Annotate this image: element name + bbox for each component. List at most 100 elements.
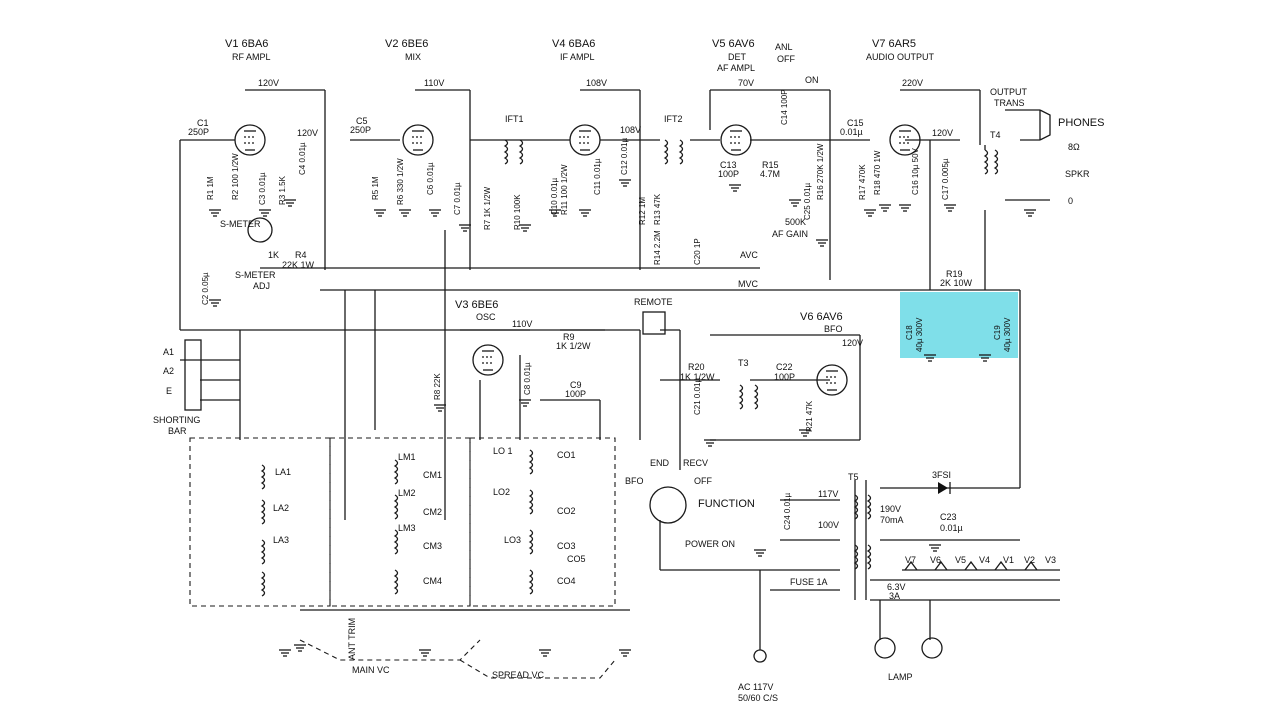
co3-label: CO3 [557,541,576,551]
spkr-label: SPKR [1065,169,1090,179]
lm1-label: LM1 [398,452,416,462]
c23-value: 0.01µ [940,523,963,533]
function-recv-label: RECV [683,458,708,468]
tube-v4-role: IF AMPL [560,52,595,62]
c25-label: C25 0.01µ [803,183,812,220]
secondary-70ma-label: 70mA [880,515,904,525]
tube-v5-name: V5 6AV6 [712,38,755,50]
ac-plug-icon [753,649,767,663]
co1-label: CO1 [557,450,576,460]
c19-label: C19 [993,325,1002,340]
primary-117v-label: 117V [818,489,838,499]
tube-v4-voltage: 108V [586,78,607,88]
r15-value: 4.7M [760,169,780,179]
fuse-label: FUSE 1A [790,577,828,587]
tube-v7-name: V7 6AR5 [872,38,916,50]
r7-label: R7 1K 1/2W [483,186,492,230]
c1-label: C1 [197,118,209,128]
co5-label: CO5 [567,554,586,564]
spkr-0-label: 0 [1068,196,1073,206]
c12-label: C12 0.01µ [620,138,629,175]
remote-jack-icon [642,311,666,335]
heater-tube-v6: V6 [930,555,941,565]
heater-current-label: 3A [889,591,900,601]
r13-label: R13 47K [653,193,662,225]
c11-label: C11 0.01µ [593,158,602,195]
r18-label: R18 470 1W [873,150,882,195]
c14-label: C14 100P [780,89,789,125]
tube-v6-voltage: 120V [842,338,863,348]
s-meter-label: S-METER [220,219,261,229]
c15-value: 0.01µ [840,127,863,137]
c23-label: C23 [940,512,957,522]
main-vc-label: MAIN VC [352,665,390,675]
la1-label: LA1 [275,467,291,477]
v1-screen-voltage: 120V [297,128,318,138]
s-meter-adj-label-2: ADJ [253,281,270,291]
anl-label: ANL [775,42,793,52]
tube-v2-name: V2 6BE6 [385,38,428,50]
function-off-label: OFF [694,476,712,486]
shorting-bar-label: SHORTING [153,415,200,425]
output-trans-label: OUTPUT [990,87,1028,97]
phones-label: PHONES [1058,117,1104,129]
c22-value: 100P [774,372,795,382]
antenna-a2-label: A2 [163,366,174,376]
c1-value: 250P [188,127,209,137]
tube-v7-voltage: 220V [902,78,923,88]
t5-label: T5 [848,472,859,482]
primary-100v-label: 100V [818,520,839,530]
lo3-label: LO3 [504,535,521,545]
function-bfo-label: BFO [625,476,644,486]
tube-v5-role-det: DET [728,52,747,62]
tube-v6-name: V6 6AV6 [800,311,843,323]
heater-tube-v1: V1 [1003,555,1014,565]
r19-value: 2K 10W [940,278,973,288]
lm3-label: LM3 [398,523,416,533]
filter-capacitor-highlight [900,292,1018,358]
ift1-label: IFT1 [505,114,524,124]
anl-off-label: OFF [777,54,795,64]
lamp-icon [921,637,943,659]
r1-label: R1 1M [206,176,215,200]
lamp-icon [874,637,896,659]
r19-label: R19 [946,269,963,279]
c18-value: 40µ 300V [915,317,924,352]
tube-v5-voltage: 70V [738,78,754,88]
c5-value: 250P [350,125,371,135]
r8-label: R8 22K [433,373,442,400]
c9-label: C9 [570,380,582,390]
af-gain-label: AF GAIN [772,229,808,239]
r14-label: R14 2.2M [653,230,662,265]
lm2-label: LM2 [398,488,416,498]
t4-label: T4 [990,130,1001,140]
c22-label: C22 [776,362,793,372]
r10-label: R10 100K [513,194,522,230]
cm3-label: CM3 [423,541,442,551]
heater-voltage-label: 6.3V [887,582,906,592]
c4-label: C4 0.01µ [298,142,307,175]
c2-label: C2 0.05µ [201,272,210,305]
s-meter-adj-label: S-METER [235,270,276,280]
lo1-label: LO 1 [493,446,513,456]
antenna-a1-label: A1 [163,347,174,357]
function-end-label: END [650,458,670,468]
r15-label: R15 [762,160,779,170]
r17-label: R17 470K [858,164,867,200]
wiring [179,89,1060,650]
r4-label: R4 [295,250,307,260]
one-k-label: 1K [268,250,279,260]
c17-label: C17 0.005µ [941,158,950,200]
tube-v1-role: RF AMPL [232,52,271,62]
t3-label: T3 [738,358,749,368]
s-meter-icon [247,217,273,243]
anl-on-label: ON [805,75,819,85]
r9-value: 1K 1/2W [556,341,591,351]
tube-v3-name: V3 6BE6 [455,299,498,311]
co4-label: CO4 [557,576,576,586]
la3-label: LA3 [273,535,289,545]
tube-v1-voltage: 120V [258,78,279,88]
heater-tube-v2: V2 [1024,555,1035,565]
mvc-label: MVC [738,279,759,289]
tube-v2-role: MIX [405,52,421,62]
